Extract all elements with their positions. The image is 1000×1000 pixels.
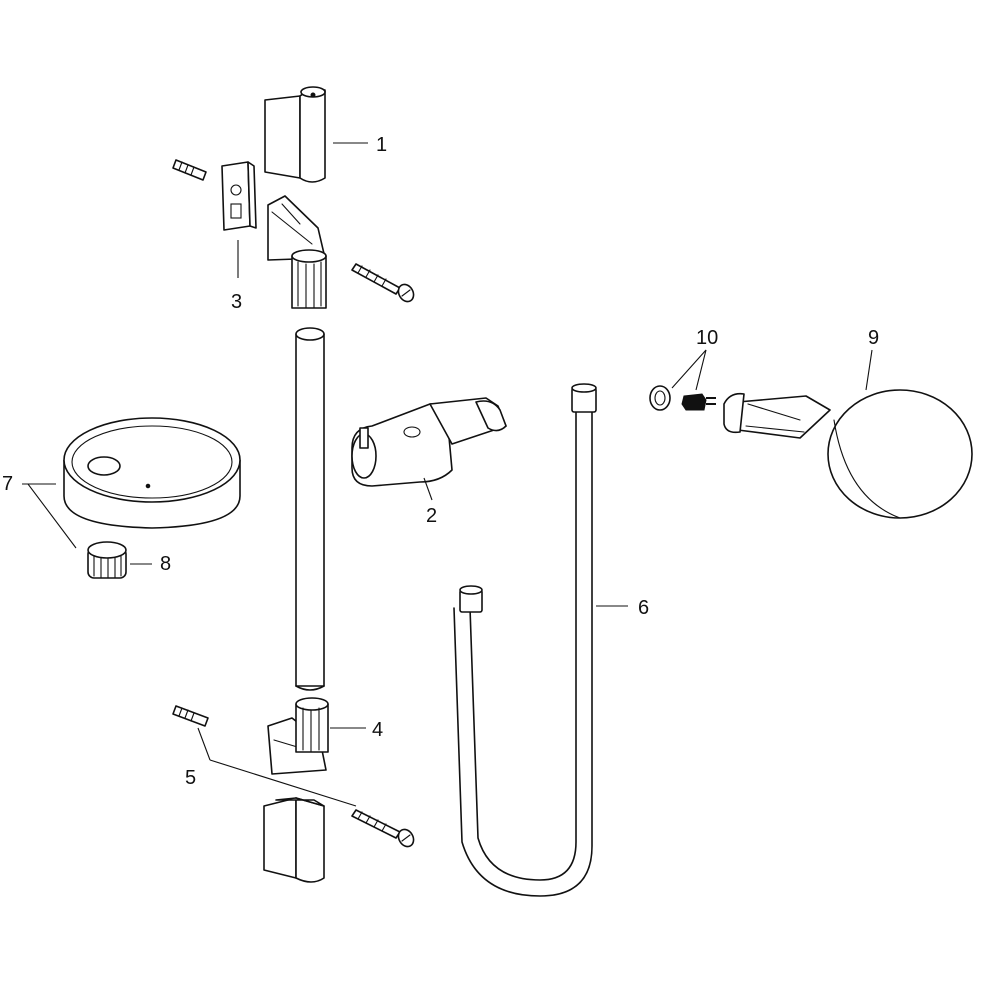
washer-and-filter-icon xyxy=(649,385,716,411)
callout-5: 5 xyxy=(185,767,196,789)
leader-line-7 xyxy=(22,483,77,549)
shower-hose-icon xyxy=(453,383,597,897)
upper-bracket-icon xyxy=(267,195,327,309)
nut-icon xyxy=(87,541,127,579)
leader-line-10 xyxy=(671,349,707,391)
wall-mount-plate-icon xyxy=(221,161,257,231)
callout-2: 2 xyxy=(426,505,437,527)
screw-icon-top xyxy=(351,263,415,303)
slider-holder-icon xyxy=(351,397,507,487)
callout-7: 7 xyxy=(2,473,13,495)
callout-6: 6 xyxy=(638,597,649,619)
callout-4: 4 xyxy=(372,719,383,741)
shower-rail-bar-icon xyxy=(295,327,325,691)
dowel-and-screw-icon xyxy=(172,705,415,848)
callout-3: 3 xyxy=(231,291,242,313)
bottom-bracket-icon xyxy=(267,697,329,775)
callout-8: 8 xyxy=(160,553,171,575)
leader-line-5 xyxy=(197,727,357,807)
callout-1: 1 xyxy=(376,134,387,156)
leader-line-9 xyxy=(865,349,873,391)
dowel-icon-top xyxy=(172,159,207,181)
top-bracket-cover-icon xyxy=(264,86,326,183)
callout-10: 10 xyxy=(696,327,718,349)
leader-line-2 xyxy=(423,477,433,501)
soap-dish-icon xyxy=(63,417,241,529)
callout-9: 9 xyxy=(868,327,879,349)
hand-shower-icon xyxy=(723,389,973,519)
bottom-bracket-cover-icon xyxy=(263,797,325,883)
